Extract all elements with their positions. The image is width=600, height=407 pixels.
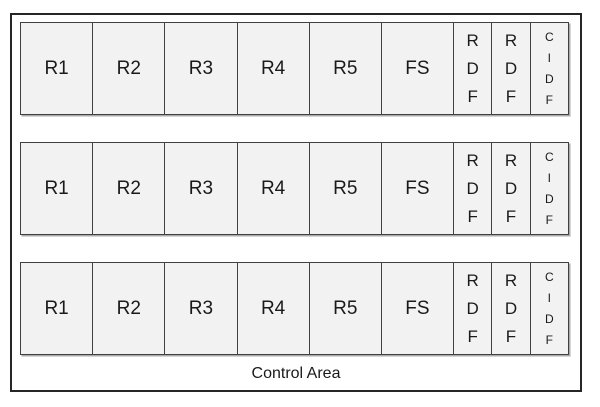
cell-r1: R1 <box>20 142 94 235</box>
cell-label-letter: D <box>466 298 479 318</box>
cell-label: R2 <box>116 297 141 319</box>
cell-label-letter: D <box>544 191 554 206</box>
cell-fs: FS <box>380 142 455 235</box>
cell-label-letter: R <box>504 270 518 290</box>
cell-r1: R1 <box>20 22 94 115</box>
cell-label: R3 <box>188 57 214 79</box>
cell-label-letter: D <box>544 311 554 326</box>
cell-label-letter: D <box>504 58 518 78</box>
cell-label-letter: D <box>466 178 479 198</box>
cell-label-letter: F <box>545 332 553 347</box>
cell-label: R3 <box>188 297 214 319</box>
cell-label-letter: C <box>544 269 554 284</box>
cell-label-letter: F <box>545 92 553 107</box>
cell-label: R2 <box>116 57 141 79</box>
cell-label-letter: C <box>544 149 554 164</box>
cell-fs: FS <box>380 22 455 115</box>
cell-label-letter: D <box>466 58 479 78</box>
cell-label-letter: R <box>466 30 479 50</box>
control-area-label: Control Area <box>251 365 341 382</box>
cell-r4: R4 <box>236 22 310 115</box>
cell-label-letter: D <box>544 71 554 86</box>
cell-label-letter: F <box>467 86 478 106</box>
cell-label-letter: R <box>466 150 479 170</box>
cell-r5: R5 <box>308 22 382 115</box>
cell-label-letter: I <box>547 170 551 185</box>
cell-label: R4 <box>260 177 286 199</box>
cell-label: R4 <box>260 57 286 79</box>
cell-label: R1 <box>44 177 69 199</box>
cell-label-letter: R <box>504 150 518 170</box>
cell-r2: R2 <box>92 142 166 235</box>
cell-label: R5 <box>333 57 358 79</box>
cell-label-letter: C <box>544 29 554 44</box>
cell-label-letter: F <box>467 206 478 226</box>
cell-r5: R5 <box>308 142 382 235</box>
cell-label-letter: F <box>545 212 553 227</box>
cell-label-letter: D <box>504 178 518 198</box>
cell-label-letter: R <box>504 30 518 50</box>
cell-label: R1 <box>44 297 69 319</box>
cell-label-letter: F <box>467 326 478 346</box>
cell-label-letter: F <box>505 326 517 346</box>
cell-label: R4 <box>260 297 286 319</box>
cell-label: R2 <box>116 177 141 199</box>
cell-label: R5 <box>333 177 358 199</box>
cell-label-letter: F <box>505 86 517 106</box>
cell-r5: R5 <box>308 262 382 355</box>
cell-label: R5 <box>333 297 358 319</box>
cell-r3: R3 <box>164 262 238 355</box>
cell-label: FS <box>405 297 430 319</box>
cell-r2: R2 <box>92 22 166 115</box>
cell-label: FS <box>405 177 430 199</box>
cell-fs: FS <box>380 262 455 355</box>
cell-label: R3 <box>188 177 214 199</box>
cell-label-letter: R <box>466 270 479 290</box>
cell-r2: R2 <box>92 262 166 355</box>
cell-r1: R1 <box>20 262 94 355</box>
cell-label: FS <box>405 57 430 79</box>
cell-label-letter: D <box>504 298 518 318</box>
cell-r3: R3 <box>164 22 238 115</box>
cell-label-letter: I <box>547 290 551 305</box>
cell-label-letter: I <box>547 50 551 65</box>
cell-r4: R4 <box>236 142 310 235</box>
cell-label-letter: F <box>505 206 517 226</box>
cell-label: R1 <box>44 57 69 79</box>
cell-r3: R3 <box>164 142 238 235</box>
cell-r4: R4 <box>236 262 310 355</box>
